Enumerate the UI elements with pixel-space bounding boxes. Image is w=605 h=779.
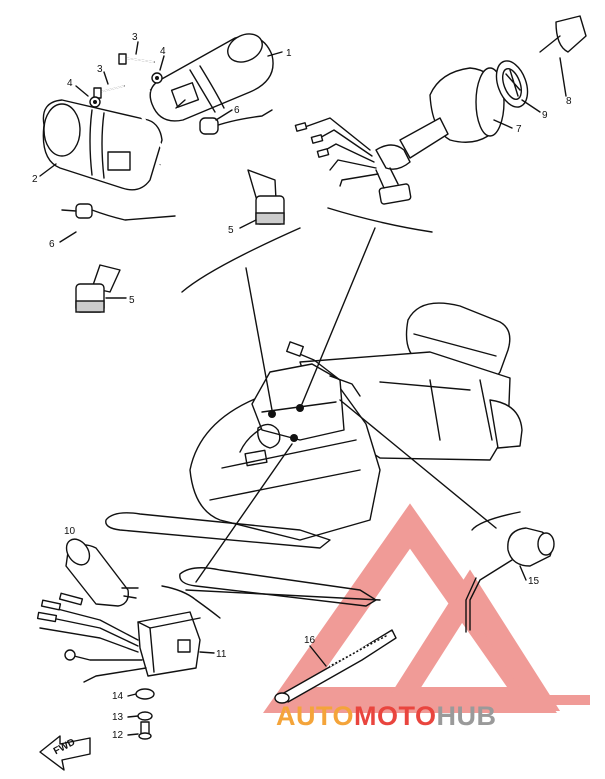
callout-4: 4 bbox=[160, 46, 166, 57]
watermark-part1: AUTO bbox=[276, 701, 354, 731]
callout-12: 12 bbox=[112, 730, 124, 741]
svg-text:AUTOMOTOHUB: AUTOMOTOHUB bbox=[276, 701, 497, 731]
cdi-unit-assembly bbox=[36, 538, 201, 771]
ignition-coil-assembly bbox=[42, 33, 285, 313]
leader-lines bbox=[161, 207, 521, 619]
bolt bbox=[93, 85, 125, 99]
bolt bbox=[118, 53, 155, 65]
callout-7: 7 bbox=[516, 124, 522, 135]
callout-5: 5 bbox=[228, 225, 234, 236]
watermark-logo bbox=[263, 503, 590, 713]
callout-3b: 3 bbox=[97, 64, 103, 75]
callout-8: 8 bbox=[566, 96, 572, 107]
callout-15: 15 bbox=[528, 576, 540, 587]
callout-2: 2 bbox=[32, 174, 38, 185]
callout-3: 3 bbox=[132, 32, 138, 43]
callout-6: 6 bbox=[234, 105, 240, 116]
watermark-text: AUTOMOTOHUB bbox=[276, 701, 497, 731]
callout-14: 14 bbox=[112, 691, 124, 702]
watermark-part3: HUB bbox=[437, 701, 497, 731]
callout-11: 11 bbox=[216, 649, 227, 660]
watermark-part2: MOTO bbox=[354, 701, 437, 731]
callout-10: 10 bbox=[64, 526, 76, 537]
callout-5b: 5 bbox=[129, 295, 135, 306]
snowmobile bbox=[105, 302, 523, 607]
callout-9: 9 bbox=[542, 110, 548, 121]
callout-leaders bbox=[39, 41, 567, 736]
switch-and-cable bbox=[274, 527, 555, 704]
callout-16: 16 bbox=[304, 635, 316, 646]
callout-6b: 6 bbox=[49, 239, 55, 250]
callout-13: 13 bbox=[112, 712, 124, 723]
headlight-assembly bbox=[294, 15, 587, 205]
callout-1: 1 bbox=[286, 48, 292, 59]
callout-4b: 4 bbox=[67, 78, 73, 89]
